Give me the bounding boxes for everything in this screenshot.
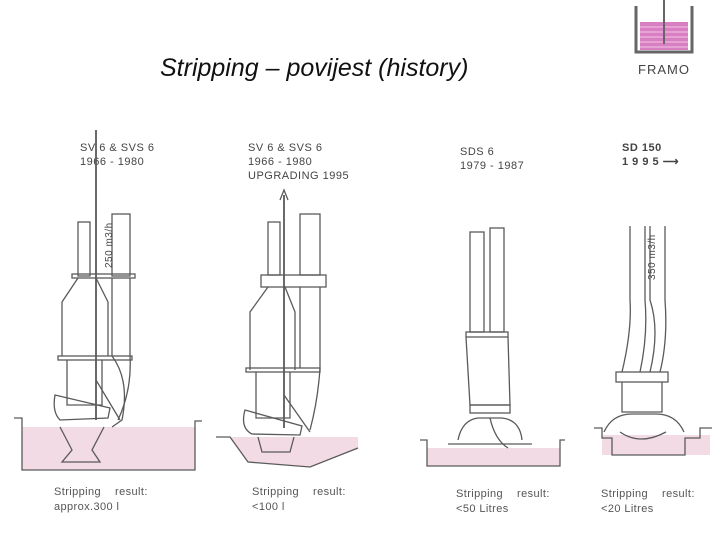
panel-3-years: 1979 - 1987 [460, 160, 525, 172]
panel-2-header: SV 6 & SVS 6 1966 - 1980 UPGRADING 1995 [248, 141, 349, 183]
panel-4-years: 1 9 9 5 ⟶ [622, 156, 679, 168]
panel-1-flow-label: 250 m3/h [104, 222, 115, 268]
panel-4-header: SD 150 1 9 9 5 ⟶ [622, 141, 679, 169]
panel-2-upgrade: UPGRADING 1995 [248, 170, 350, 182]
arrow-right-icon: ⟶ [662, 156, 679, 168]
panel-1-model: SV 6 & SVS 6 [80, 142, 155, 154]
panel-4-drawing [594, 226, 712, 456]
panel-2-model: SV 6 & SVS 6 [248, 142, 323, 154]
panel-2-years: 1966 - 1980 [248, 156, 313, 168]
panel-3-drawing [420, 227, 565, 467]
panel-3-model: SDS 6 [460, 146, 495, 158]
panel-3-result-value: <50 Litres [456, 503, 509, 515]
panel-4-result-value: <20 Litres [601, 503, 654, 515]
logo-text: FRAMO [638, 62, 690, 77]
framo-logo [634, 0, 694, 54]
slide-title: Stripping – povijest (history) [160, 54, 469, 82]
panel-4-model: SD 150 [622, 142, 662, 154]
panel-2-drawing [216, 188, 359, 468]
panel-3-header: SDS 6 1979 - 1987 [460, 145, 524, 173]
panel-1-result-value: approx.300 l [54, 501, 120, 513]
panel-4-flow-label: 350 m3/h [647, 234, 658, 280]
panel-2-result-value: <100 l [252, 501, 285, 513]
panel-1-drawing [14, 130, 202, 471]
